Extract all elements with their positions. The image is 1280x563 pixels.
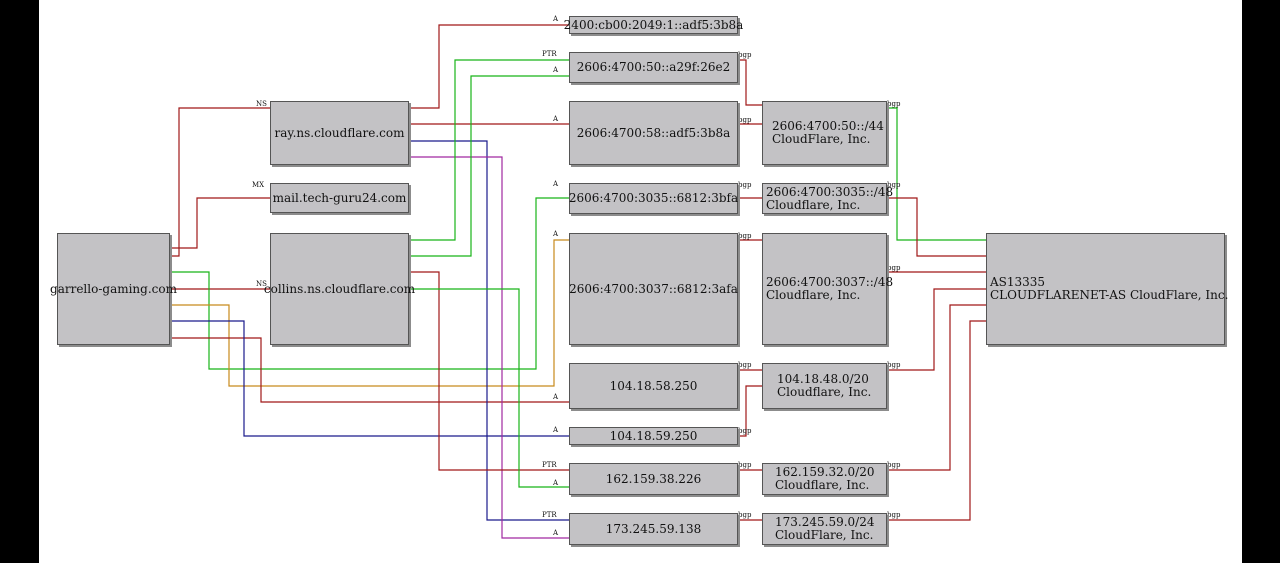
edge-collins-ptr-162: [409, 271, 569, 471]
edge-net50-asn-green-label: bgp: [887, 100, 901, 108]
ip-a29f-label: 2606:4700:50::a29f:26e2: [576, 60, 731, 74]
edge-domain-a-red-label: A: [552, 393, 559, 401]
edge-162-net162-label: bgp: [738, 461, 752, 469]
net-3035-prefix: 2606:4700:3035::/48: [766, 184, 894, 199]
mail-label: mail.tech-guru24.com: [272, 190, 407, 205]
edge-ray-ptr-173-label: PTR: [542, 511, 557, 519]
edge-domain-collins-ns-label: NS: [256, 280, 267, 288]
ip-3035-label: 2606:4700:3035::6812:3bfa: [568, 191, 739, 205]
ip-104-250-node[interactable]: 104.18.58.250: [569, 363, 738, 409]
asn-number: AS13335: [990, 275, 1046, 289]
ray-ns-node[interactable]: ray.ns.cloudflare.com: [270, 101, 409, 165]
net-104-org: Cloudflare, Inc.: [777, 385, 872, 399]
ip-173-node[interactable]: 173.245.59.138: [569, 513, 738, 545]
mail-node[interactable]: mail.tech-guru24.com: [270, 183, 409, 213]
ip-2400-label: 2400:cb00:2049:1::adf5:3b8a: [563, 17, 744, 32]
edge-domain-a-navy: [170, 320, 569, 437]
domain-node[interactable]: garrello-gaming.com: [50, 233, 177, 345]
edge-net3035-asn-label: bgp: [887, 181, 901, 189]
net-162-prefix: 162.159.32.0/20: [775, 465, 875, 479]
edge-domain-mail: [170, 197, 270, 249]
collins-ns-label: collins.ns.cloudflare.com: [263, 281, 416, 296]
ip-2400-node[interactable]: 2400:cb00:2049:1::adf5:3b8a: [564, 16, 743, 34]
ip-162-node[interactable]: 162.159.38.226: [569, 463, 738, 495]
edge-net162-asn-label: bgp: [887, 461, 901, 469]
edge-104-59-net104-label: bgp: [738, 427, 752, 435]
ip-3037-label: 2606:4700:3037::6812:3afa: [569, 281, 738, 296]
net-162-org: Cloudflare, Inc.: [775, 478, 870, 492]
edge-collins-a-162: [409, 288, 569, 488]
edge-net173-asn-label: bgp: [887, 511, 901, 519]
edge-domain-a-orange: [170, 239, 569, 387]
edge-ray-a-173: [409, 156, 569, 539]
edge-domain-a-green-label: A: [552, 180, 559, 188]
edge-net104-asn: [887, 288, 986, 371]
net-104-prefix: 104.18.48.0/20: [777, 372, 869, 386]
edge-net3035-asn: [887, 197, 986, 257]
edge-a29f-net50: [738, 59, 762, 106]
edge-domain-a-green: [170, 197, 569, 370]
ip-104-59-label: 104.18.59.250: [609, 428, 698, 443]
edge-domain-a-red: [170, 337, 569, 403]
edge-173-net173-label: bgp: [738, 511, 752, 519]
edge-net104-asn-label: bgp: [887, 361, 901, 369]
ip-104-250-label: 104.18.58.250: [609, 378, 698, 393]
net-3037-prefix: 2606:4700:3037::/48: [766, 275, 894, 289]
ip-104-59-node[interactable]: 104.18.59.250: [569, 427, 738, 445]
edge-ray-2400: [409, 24, 569, 109]
edge-58-net50-label: bgp: [738, 116, 752, 124]
edge-104-250-net104-label: bgp: [738, 361, 752, 369]
edge-domain-ray-ns-label: NS: [256, 100, 267, 108]
ip-3037-node[interactable]: 2606:4700:3037::6812:3afa: [569, 233, 738, 345]
ip-a29f-node[interactable]: 2606:4700:50::a29f:26e2: [569, 52, 738, 83]
edge-104-59-net104: [738, 385, 762, 437]
edge-ray-a-173-label: A: [552, 529, 559, 537]
ip-162-label: 162.159.38.226: [605, 471, 702, 486]
edge-net173-asn: [887, 320, 986, 521]
edge-collins-ptr-a29f-label: PTR: [542, 50, 557, 58]
domain-label: garrello-gaming.com: [50, 281, 177, 296]
asn-org: CLOUDFLARENET-AS CloudFlare, Inc.: [990, 288, 1229, 302]
edge-collins-a-162-label: A: [552, 479, 559, 487]
net-50-prefix: 2606:4700:50::/44: [772, 119, 884, 133]
edge-net3037-asn-label: bgp: [887, 264, 901, 272]
net-3037-org: Cloudflare, Inc.: [766, 288, 861, 302]
edge-collins-a-a29f-label: A: [552, 66, 559, 74]
net-173-org: CloudFlare, Inc.: [775, 528, 874, 542]
edge-net162-asn: [887, 304, 986, 471]
edge-net50-asn-green: [887, 107, 986, 241]
edge-3037-net3037-label: bgp: [738, 232, 752, 240]
edge-collins-ptr-162-label: PTR: [542, 461, 557, 469]
ip-3035-node[interactable]: 2606:4700:3035::6812:3bfa: [569, 183, 738, 214]
net-50-org: CloudFlare, Inc.: [772, 132, 871, 146]
edge-ray-ptr-173: [409, 140, 569, 521]
ip-58-node[interactable]: 2606:4700:58::adf5:3b8a: [569, 101, 738, 165]
edge-3035-net3035-label: bgp: [738, 181, 752, 189]
edge-domain-mail-label: MX: [252, 181, 264, 189]
edge-collins-ptr-a29f: [409, 59, 569, 241]
edge-a29f-net50-label: bgp: [738, 51, 752, 59]
edge-ray-58-label: A: [552, 115, 559, 123]
edge-domain-a-orange-label: A: [552, 230, 559, 238]
ray-ns-label: ray.ns.cloudflare.com: [274, 125, 405, 140]
edge-domain-a-navy-label: A: [552, 426, 559, 434]
edge-collins-a-a29f: [409, 75, 569, 257]
edge-ray-2400-label: A: [552, 15, 559, 23]
ip-58-label: 2606:4700:58::adf5:3b8a: [576, 125, 731, 140]
ip-173-label: 173.245.59.138: [605, 521, 702, 536]
net-3035-org: Cloudflare, Inc.: [766, 197, 861, 212]
edge-domain-ray-ns: [170, 107, 270, 257]
collins-ns-node[interactable]: collins.ns.cloudflare.com: [264, 233, 415, 345]
net-173-prefix: 173.245.59.0/24: [775, 515, 875, 529]
